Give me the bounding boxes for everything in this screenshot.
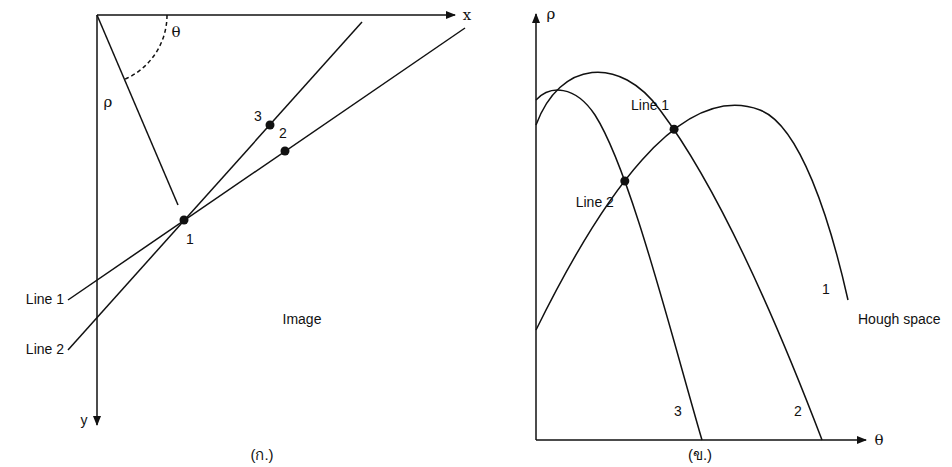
point xyxy=(281,147,290,156)
y-axis xyxy=(96,15,98,425)
label: Image xyxy=(283,312,322,327)
label: 2 xyxy=(279,126,287,141)
label: 2 xyxy=(794,404,802,419)
label: 3 xyxy=(674,404,682,419)
label: Line 1 xyxy=(631,98,669,113)
label: 1 xyxy=(822,282,830,297)
rho-normal xyxy=(97,15,178,205)
label: (ก.) xyxy=(250,447,273,464)
label: θ xyxy=(874,432,883,449)
hough-curve xyxy=(536,105,848,330)
theta-arc xyxy=(125,15,168,79)
label: (ข.) xyxy=(688,447,712,464)
label: x xyxy=(463,7,471,24)
x-axis xyxy=(97,14,455,16)
rho-axis xyxy=(535,14,537,440)
label: 1 xyxy=(186,232,194,247)
label: Line 1 xyxy=(26,292,64,307)
label: ρ xyxy=(104,94,113,111)
label: Hough space xyxy=(858,312,941,327)
point xyxy=(180,216,189,225)
theta-axis xyxy=(536,439,866,441)
label: Line 2 xyxy=(576,195,614,210)
line-two xyxy=(68,22,362,350)
intersection-dot xyxy=(670,125,679,134)
label: θ xyxy=(171,24,180,41)
label: ρ xyxy=(547,6,556,23)
label: y xyxy=(81,413,88,428)
hough-curve xyxy=(536,72,822,440)
hough-curve xyxy=(536,90,702,440)
intersection-dot xyxy=(620,176,629,185)
point xyxy=(266,121,275,130)
label: 3 xyxy=(254,109,262,124)
line-one xyxy=(68,28,465,300)
label: Line 2 xyxy=(26,342,64,357)
